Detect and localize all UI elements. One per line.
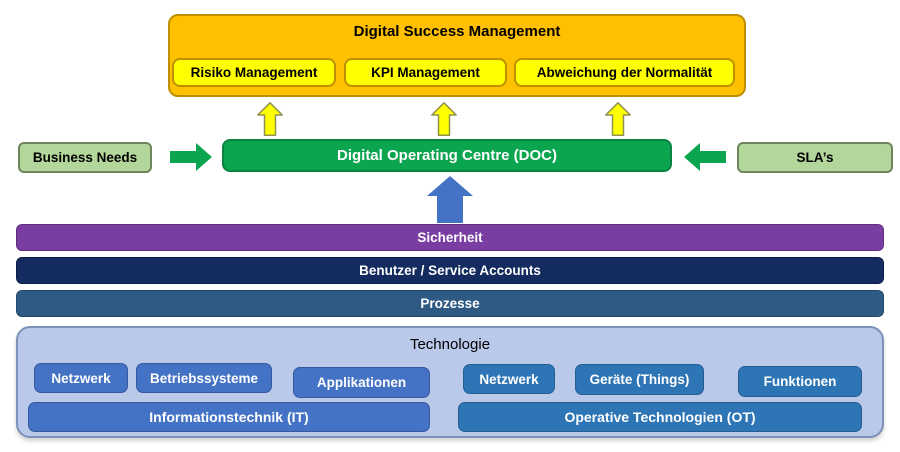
technology-title: Technologie	[409, 335, 491, 353]
it-bar: Informationstechnik (IT)	[28, 402, 430, 432]
up-arrow-icon	[431, 102, 457, 136]
tile-applikationen: Applikationen	[293, 367, 430, 398]
layer-sicherheit: Sicherheit	[16, 224, 884, 251]
digital-success-management-title: Digital Success Management	[353, 22, 561, 40]
risiko-management-box: Risiko Management	[172, 58, 336, 87]
left-arrow-icon	[684, 143, 726, 171]
sla-box: SLA’s	[737, 142, 893, 173]
ot-bar: Operative Technologien (OT)	[458, 402, 862, 432]
tile-netzwerk-ot: Netzwerk	[463, 364, 555, 394]
layer-benutzer-service-accounts: Benutzer / Service Accounts	[16, 257, 884, 284]
up-arrow-icon	[257, 102, 283, 136]
abweichung-der-normalitaet-box: Abweichung der Normalität	[514, 58, 735, 87]
doc-bar: Digital Operating Centre (DOC)	[222, 139, 672, 172]
tile-netzwerk-it: Netzwerk	[34, 363, 128, 393]
up-arrow-icon	[605, 102, 631, 136]
right-arrow-icon	[170, 143, 212, 171]
tile-betriebssysteme: Betriebssysteme	[136, 363, 272, 393]
blue-up-arrow-icon	[427, 176, 473, 223]
tile-geraete-things: Geräte (Things)	[575, 364, 704, 395]
tile-funktionen: Funktionen	[738, 366, 862, 397]
kpi-management-box: KPI Management	[344, 58, 507, 87]
layer-prozesse: Prozesse	[16, 290, 884, 317]
business-needs-box: Business Needs	[18, 142, 152, 173]
